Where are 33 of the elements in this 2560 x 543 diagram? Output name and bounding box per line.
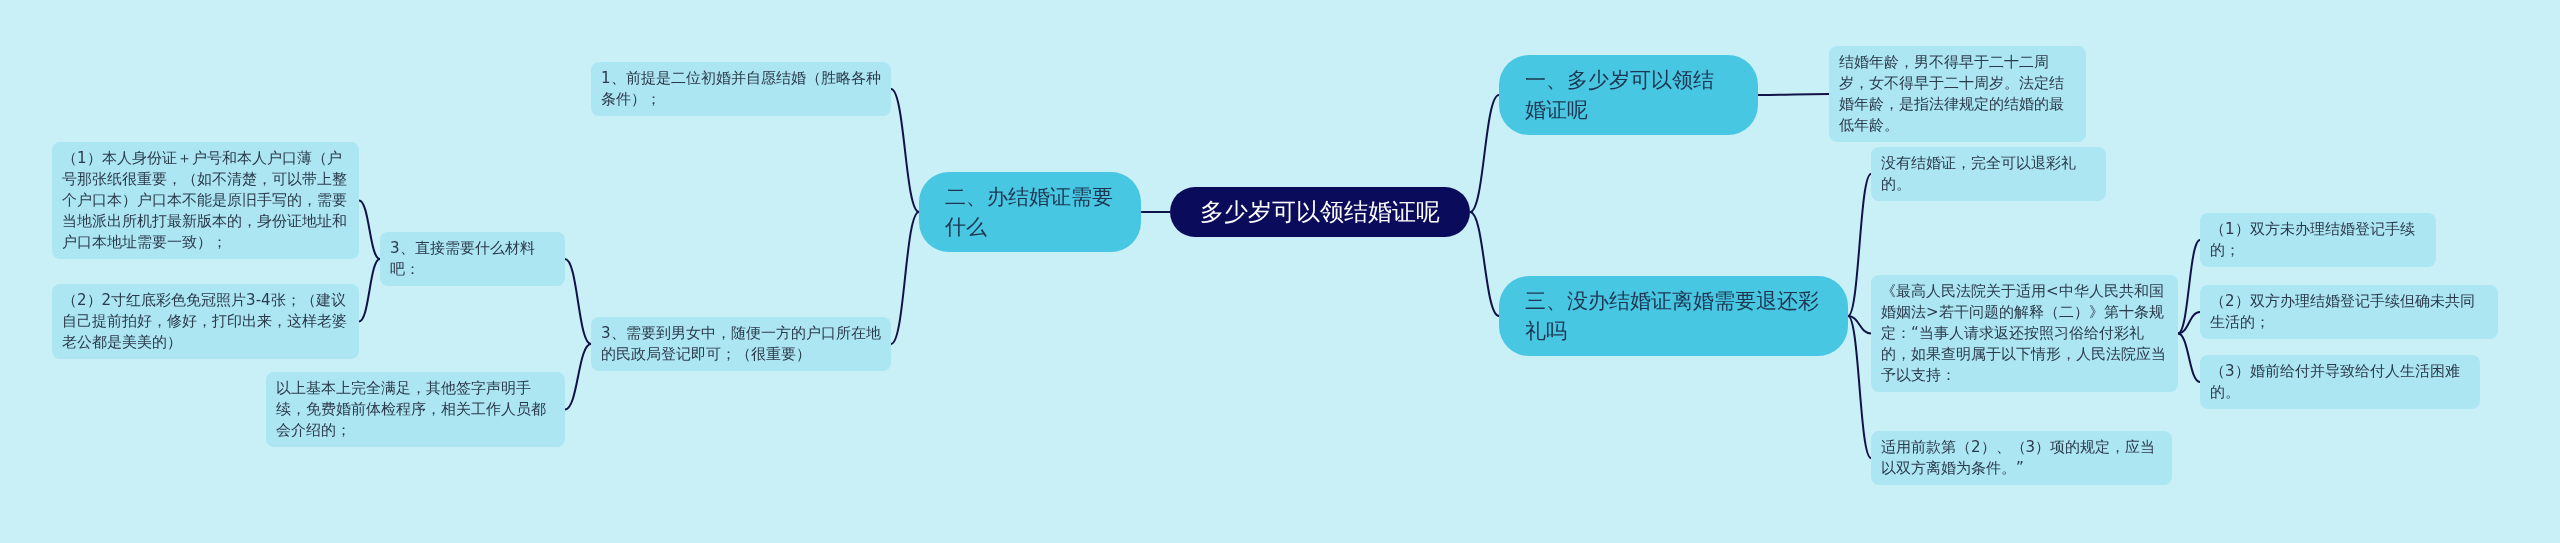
connector-line — [1469, 94, 1500, 213]
note-box: （2）2寸红底彩色免冠照片3-4张；（建议自己提前拍好，修好，打印出来，这样老婆老公都是美美的） — [52, 283, 359, 359]
connector-line — [890, 88, 920, 213]
note-box: （1）本人身份证＋户号和本人户口薄（户号那张纸很重要，（如不清楚，可以带上整个户口本）户口本不能是原旧手写的，需要当地派出所机打最新版本的，身份证地址和户口本地址需要一致）； — [52, 141, 359, 259]
note-box: 以上基本上完全满足，其他签字声明手续，免费婚前体检程序，相关工作人员都会介绍的； — [266, 371, 565, 447]
note-box: （1）双方未办理结婚登记手续的； — [2200, 213, 2436, 267]
connector-line — [2177, 332, 2201, 383]
note-box: 3、直接需要什么材料吧： — [380, 232, 565, 286]
note-box: （3）婚前给付并导致给付人生活困难的。 — [2200, 355, 2480, 409]
connector-line — [1847, 315, 1872, 459]
connector-line — [1140, 211, 1171, 213]
branch-topic: 二、办结婚证需要什么 — [919, 172, 1141, 252]
connector-line — [890, 211, 920, 345]
note-box: 结婚年龄，男不得早于二十二周岁，女不得早于二十周岁。法定结婚年龄，是指法律规定的结婚的最低年龄。 — [1829, 46, 2086, 142]
connector-line — [2177, 311, 2201, 335]
connector-line — [2177, 239, 2201, 335]
note-box: 3、需要到男女中，随便一方的户口所在地的民政局登记即可；（很重要） — [591, 317, 891, 371]
connector-line — [1847, 315, 1872, 335]
connector-line — [1469, 211, 1500, 317]
connector-line — [358, 199, 381, 260]
note-box: 《最高人民法院关于适用<中华人民共和国婚姻法>若干问题的解释（二）》第十条规定：“当事人请求返还按照习俗给付彩礼的，如果查明属于以下情形，人民法院应当予以支持： — [1871, 274, 2178, 392]
note-box: 没有结婚证，完全可以退彩礼的。 — [1871, 147, 2106, 201]
central-topic: 多少岁可以领结婚证呢 — [1170, 187, 1470, 237]
connector-line — [564, 258, 592, 345]
connector-line — [564, 343, 592, 411]
branch-topic: 三、没办结婚证离婚需要退还彩礼吗 — [1499, 276, 1848, 356]
note-box: 适用前款第（2）、（3）项的规定，应当以双方离婚为条件。” — [1871, 431, 2172, 485]
branch-topic: 一、多少岁可以领结婚证呢 — [1499, 55, 1758, 135]
note-box: 1、前提是二位初婚并自愿结婚（胜略各种条件）； — [591, 62, 891, 116]
connector-line — [1847, 173, 1872, 317]
connector-line — [358, 258, 381, 323]
note-box: （2）双方办理结婚登记手续但确未共同生活的； — [2200, 285, 2498, 339]
connector-line — [1757, 93, 1830, 96]
